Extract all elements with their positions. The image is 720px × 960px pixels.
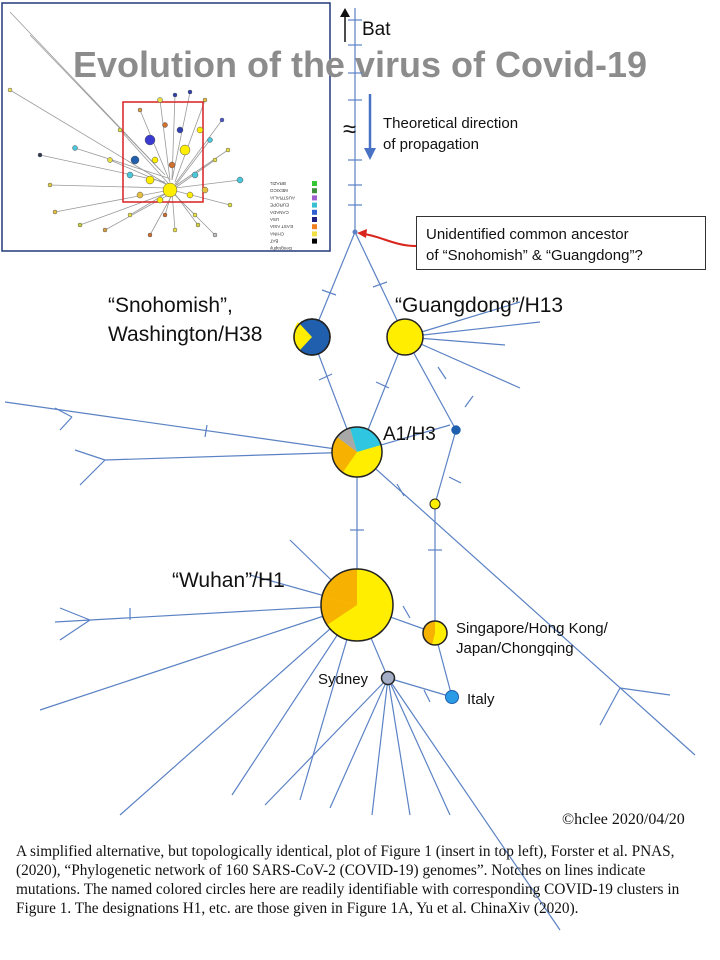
inset-legend: BRAZIL MEXICO AUSTRALIA EUROPE CANADA USA EAST… <box>269 181 317 251</box>
callout-box <box>416 216 706 270</box>
snohomish-label-line2: Washington/H38 <box>108 323 262 346</box>
direction-label-line1: Theoretical direction <box>383 115 518 132</box>
node-italy <box>445 690 459 704</box>
inset-figure: BRAZIL MEXICO AUSTRALIA EUROPE CANADA USA EAST… <box>1 2 331 252</box>
inset-legend-swatch <box>312 188 317 194</box>
inset-legend-label: CANADA <box>270 210 289 215</box>
inset-legend-swatch <box>312 224 317 230</box>
node-guangdong <box>386 318 424 356</box>
inset-legend-swatch <box>312 231 317 237</box>
callout-arrow <box>357 229 417 247</box>
bat-label: Bat <box>362 19 391 40</box>
inset-legend-swatch <box>312 238 317 244</box>
singapore-label-line1: Singapore/Hong Kong/ <box>456 620 609 637</box>
inset-legend-label: CHINA <box>270 231 284 236</box>
inset-legend-swatch <box>312 202 317 208</box>
inset-legend-label: MEXICO <box>270 188 288 193</box>
italy-label: Italy <box>467 691 495 708</box>
inset-legend-swatch <box>312 209 317 215</box>
inset-legend-label: BAT <box>270 239 279 244</box>
node-sydney <box>380 670 396 686</box>
node-small-blue <box>451 425 461 435</box>
node-singapore <box>422 620 448 646</box>
inset-legend-swatch <box>312 181 317 186</box>
inset-legend-label: AUSTRALIA <box>270 195 295 200</box>
figure-caption: A simplified alternative, but topologica… <box>16 843 680 917</box>
singapore-label-line2: Japan/Chongqing <box>456 640 574 657</box>
copyright-notice: ©hclee 2020/04/20 <box>562 811 685 828</box>
node-a1 <box>331 426 383 478</box>
callout-line2: of “Snohomish” & “Guangdong”? <box>426 247 643 264</box>
inset-legend-label: BRAZIL <box>270 181 286 186</box>
a1-label: A1/H3 <box>383 424 436 445</box>
diagram-title: Evolution of the virus of Covid-19 <box>73 44 647 85</box>
inset-legend-swatch <box>312 195 317 201</box>
node-snohomish <box>293 318 331 356</box>
snohomish-label-line1: “Snohomish”, <box>108 294 233 317</box>
inset-zoom-box <box>122 101 204 203</box>
wuhan-label: “Wuhan”/H1 <box>172 569 285 592</box>
sydney-label: Sydney <box>318 671 369 688</box>
inset-nodes <box>7 87 244 238</box>
inset-legend-label: USA <box>270 217 279 222</box>
callout-text: Unidentified common ancestor of “Snohomi… <box>426 224 643 266</box>
inset-legend-label: EAST ASIA <box>270 224 293 229</box>
inset-legend-label: EUROPE <box>270 203 289 208</box>
approx-symbol: ≈ <box>343 116 356 143</box>
node-ancestor <box>352 229 358 235</box>
guangdong-label: “Guangdong”/H13 <box>395 294 563 317</box>
mutation-notches <box>129 19 474 703</box>
direction-arrow <box>364 94 376 160</box>
node-wuhan <box>320 568 394 642</box>
inset-legend-swatch <box>312 217 317 222</box>
callout-line1: Unidentified common ancestor <box>426 226 629 243</box>
direction-label-line2: of propagation <box>383 136 479 153</box>
node-small-yellow <box>429 498 441 510</box>
bat-arrow <box>340 8 350 42</box>
inset-legend-label: Geography <box>269 246 292 251</box>
